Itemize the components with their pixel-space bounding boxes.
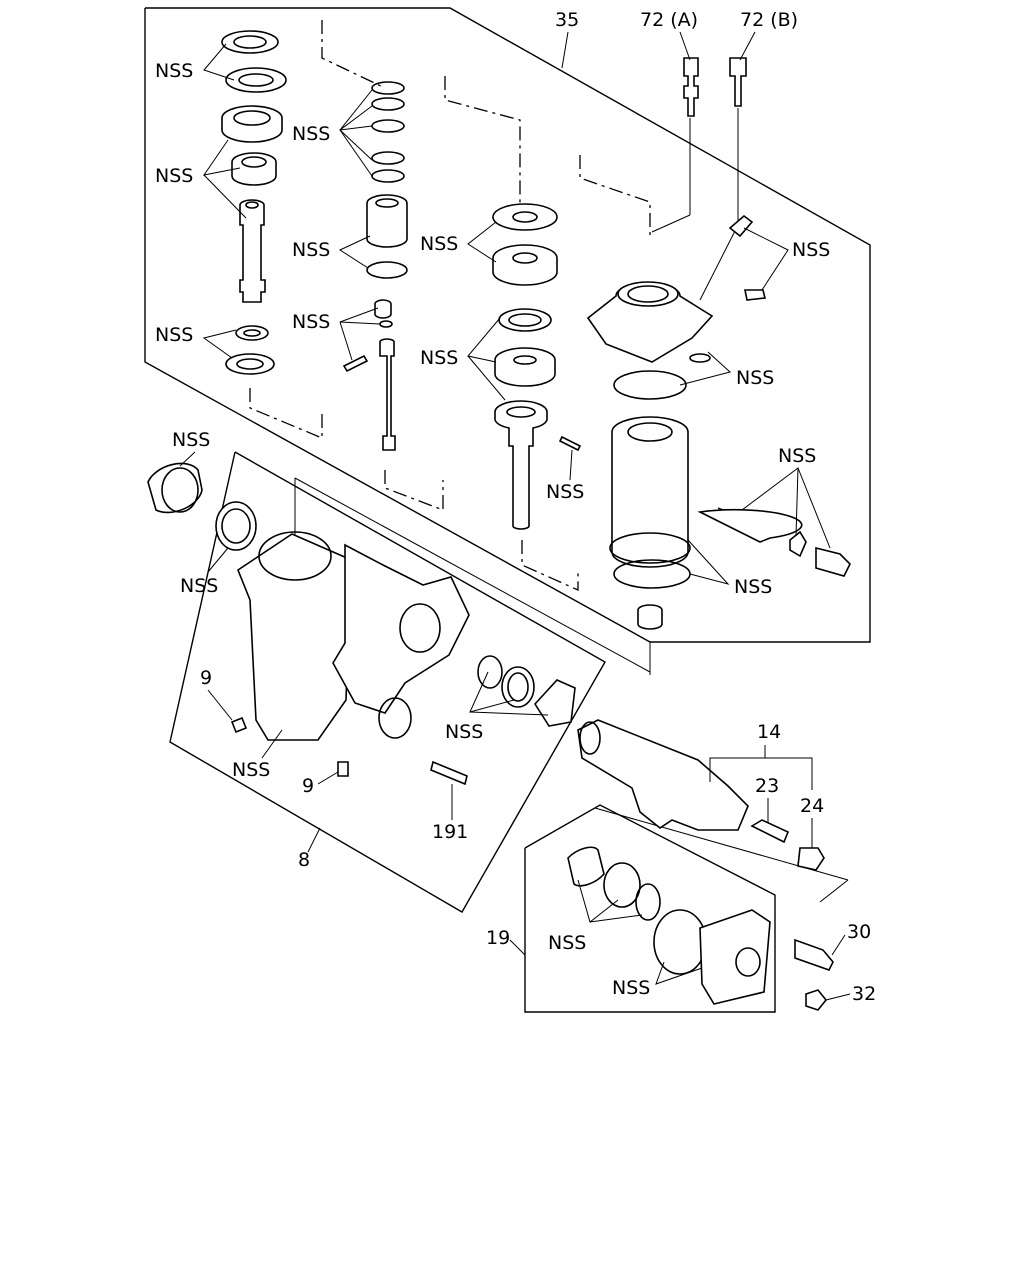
nss-leader	[469, 711, 549, 716]
nss-leader	[687, 539, 730, 585]
nss-leader	[261, 729, 283, 759]
sector-shaft	[577, 719, 825, 871]
leader-19	[509, 939, 526, 956]
nss-label: NSS	[180, 575, 218, 597]
axis-line	[294, 477, 651, 673]
nss-label: NSS	[292, 123, 330, 145]
group-8-outline	[169, 451, 606, 913]
nss-label: NSS	[420, 233, 458, 255]
group-35-outline	[144, 7, 871, 643]
nss-label: NSS	[155, 165, 193, 187]
nss-leader	[797, 467, 831, 549]
callout-32: 32	[852, 983, 876, 1005]
chain-line	[384, 470, 444, 511]
callout-8: 8	[298, 849, 310, 871]
nss-leader	[203, 174, 247, 219]
nss-label: NSS	[445, 721, 483, 743]
nss-leader	[339, 89, 373, 131]
chain-line	[444, 76, 521, 205]
nss-label: NSS	[778, 445, 816, 467]
column-2-parts	[342, 81, 408, 451]
leader-72a	[679, 31, 691, 61]
nss-label: NSS	[420, 347, 458, 369]
leader-9-upper	[207, 689, 233, 721]
nss-leader	[589, 914, 643, 923]
callout-23: 23	[755, 775, 779, 797]
callout-9-upper: 9	[200, 667, 212, 689]
nss-leader	[339, 307, 381, 325]
nss-leader	[203, 43, 235, 81]
leader-30	[831, 934, 846, 956]
chain-line	[579, 155, 651, 240]
column-3-parts	[492, 203, 582, 530]
nss-leader	[577, 879, 619, 923]
leader-9-lower	[317, 771, 339, 785]
nss-label: NSS	[548, 932, 586, 954]
callout-35: 35	[555, 9, 579, 31]
column-1-parts	[221, 30, 287, 375]
nss-label: NSS	[736, 367, 774, 389]
leader-8	[307, 827, 321, 853]
nss-leader	[467, 355, 506, 401]
nss-leader	[569, 449, 573, 481]
nss-label: NSS	[232, 759, 270, 781]
nss-label: NSS	[792, 239, 830, 261]
callout-9-lower: 9	[302, 775, 314, 797]
callout-19: 19	[486, 927, 510, 949]
nss-label: NSS	[292, 311, 330, 333]
nss-leader	[467, 317, 501, 363]
callout-30: 30	[847, 921, 871, 943]
nss-leader	[338, 235, 371, 269]
nss-label: NSS	[155, 60, 193, 82]
leader-32	[825, 993, 851, 1001]
group-19-outline	[524, 804, 776, 1013]
nss-label: NSS	[155, 324, 193, 346]
chain-line	[521, 540, 579, 592]
nss-label: NSS	[172, 429, 210, 451]
nss-leader	[743, 227, 789, 291]
chain-line	[321, 20, 386, 89]
nss-leader	[339, 321, 353, 361]
callout-72a: 72 (A)	[640, 9, 698, 31]
callout-24: 24	[800, 795, 824, 817]
leader-14	[709, 757, 813, 790]
group-19-parts	[567, 846, 834, 1011]
nss-leader	[467, 221, 497, 263]
callout-72b: 72 (B)	[740, 9, 798, 31]
nss-leader	[202, 329, 237, 359]
nss-leader	[655, 961, 703, 985]
group-8-parts	[147, 462, 576, 786]
nss-leader	[679, 351, 732, 386]
chain-line	[249, 388, 323, 439]
column-4-parts	[586, 57, 851, 630]
callout-191: 191	[432, 821, 468, 843]
nss-leader	[339, 129, 373, 177]
leader-35	[561, 31, 569, 69]
nss-label: NSS	[292, 239, 330, 261]
nss-leader	[179, 451, 196, 467]
nss-label: NSS	[546, 481, 584, 503]
leader-72b	[739, 31, 756, 61]
nss-label: NSS	[734, 576, 772, 598]
nss-leader	[207, 547, 229, 573]
nss-leader	[338, 125, 373, 161]
callout-14: 14	[757, 721, 781, 743]
axis-line	[819, 879, 849, 903]
nss-label: NSS	[612, 977, 650, 999]
